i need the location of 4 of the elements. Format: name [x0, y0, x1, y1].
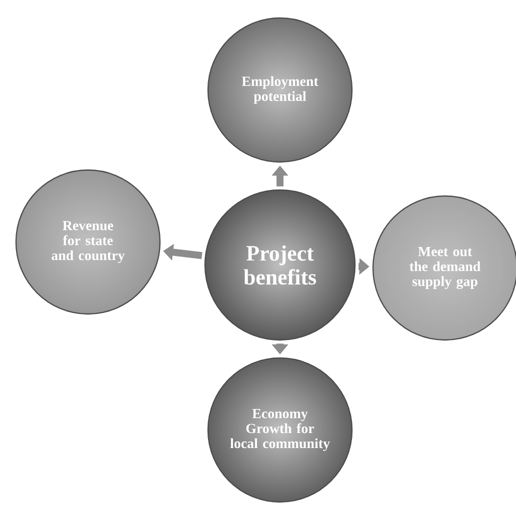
circle-node: Revenue for state and country: [15, 169, 161, 315]
circle-node: Employment potential: [207, 17, 353, 163]
circle-node: Project benefits: [204, 189, 356, 341]
circle-node: Economy Growth for local community: [207, 357, 353, 503]
